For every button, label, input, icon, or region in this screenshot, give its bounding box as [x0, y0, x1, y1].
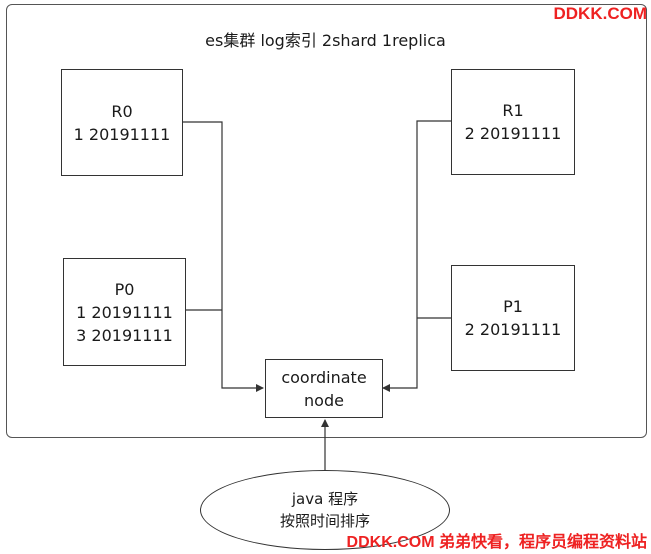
coordinating-node: coordinate node: [265, 359, 383, 418]
node-p0: P0 1 20191111 3 20191111: [63, 258, 186, 366]
node-p0-name: P0: [114, 279, 135, 299]
java-client: java 程序 按照时间排序: [200, 470, 450, 550]
java-client-line-1: java 程序: [291, 490, 359, 508]
node-p0-doc-2: 3 20191111: [76, 325, 173, 345]
node-p0-doc-1: 1 20191111: [76, 302, 173, 322]
java-client-line-2: 按照时间排序: [279, 512, 370, 530]
node-r1: R1 2 20191111: [451, 69, 575, 175]
node-r0-name: R0: [111, 101, 133, 121]
node-r1-doc: 2 20191111: [464, 124, 562, 143]
node-p1-doc: 2 20191111: [464, 320, 562, 339]
watermark-top: DDKK.COM: [553, 4, 648, 23]
node-r1-name: R1: [502, 101, 524, 120]
node-r0-doc: 1 20191111: [73, 124, 171, 144]
es-cluster-container: [6, 4, 647, 438]
node-p1: P1 2 20191111: [451, 265, 575, 371]
node-p1-name: P1: [503, 297, 523, 316]
node-r0: R0 1 20191111: [61, 69, 183, 176]
watermark-bottom: DDKK.COM 弟弟快看，程序员编程资料站: [346, 534, 647, 551]
coordinating-node-line-2: node: [304, 390, 344, 410]
cluster-title: es集群 log索引 2shard 1replica: [205, 31, 446, 50]
coordinating-node-line-1: coordinate: [281, 367, 367, 387]
